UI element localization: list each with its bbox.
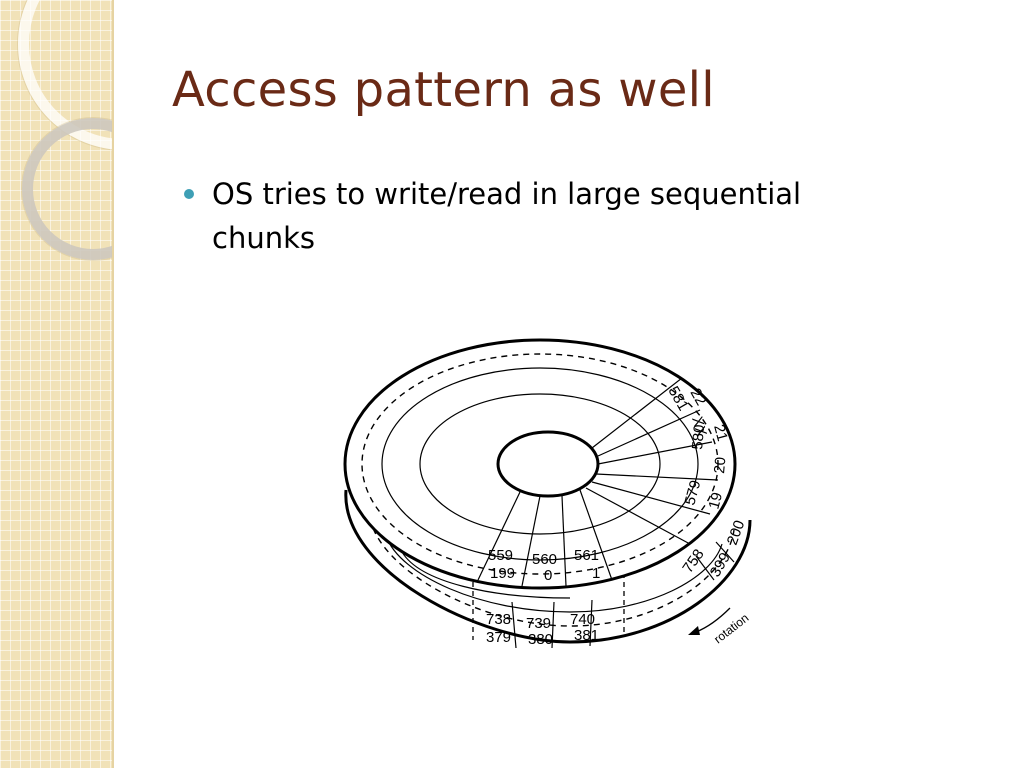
bullet-item: OS tries to write/read in large sequenti… (184, 172, 904, 260)
sector-label: 200 (724, 518, 749, 547)
sector-label: 19 (705, 491, 726, 512)
rotation-arrow-icon (688, 607, 731, 635)
top-platter-labels: 559 560 561 199 0 1 581 XX 580 579 22 21… (488, 384, 731, 585)
bullet-list: OS tries to write/read in large sequenti… (184, 172, 904, 260)
sector-label: 20 (711, 456, 729, 474)
sector-label: 1 (592, 565, 600, 582)
sector-label: 561 (574, 547, 599, 564)
sector-label: 740 (570, 611, 595, 628)
sector-label: 739 (526, 615, 551, 632)
rotation-label: rotation (711, 611, 751, 647)
bullet-text: OS tries to write/read in large sequenti… (212, 177, 802, 255)
sector-label: 21 (710, 423, 731, 444)
sector-label: XX (688, 415, 710, 439)
sector-label: 738 (486, 611, 511, 628)
sector-label: 560 (532, 551, 557, 568)
sector-label: 580 (689, 424, 708, 450)
sector-label: 380 (528, 631, 553, 648)
decorative-side-strip (0, 0, 112, 768)
bullet-dot-icon (184, 189, 194, 199)
decorative-ring (22, 118, 112, 260)
sector-label: 381 (574, 627, 599, 644)
sector-label: 579 (681, 478, 704, 507)
strip-divider (112, 0, 114, 768)
sector-label: 0 (544, 567, 552, 584)
slide-title: Access pattern as well (172, 62, 715, 118)
sector-label: 22 (687, 386, 710, 409)
sector-label: 199 (490, 565, 515, 582)
sector-label: 559 (488, 547, 513, 564)
top-platter (343, 338, 737, 590)
disk-platter-diagram: 559 560 561 199 0 1 581 XX 580 579 22 21… (343, 338, 752, 649)
sector-label: 379 (486, 629, 511, 646)
sector-label: 758 (679, 546, 707, 576)
